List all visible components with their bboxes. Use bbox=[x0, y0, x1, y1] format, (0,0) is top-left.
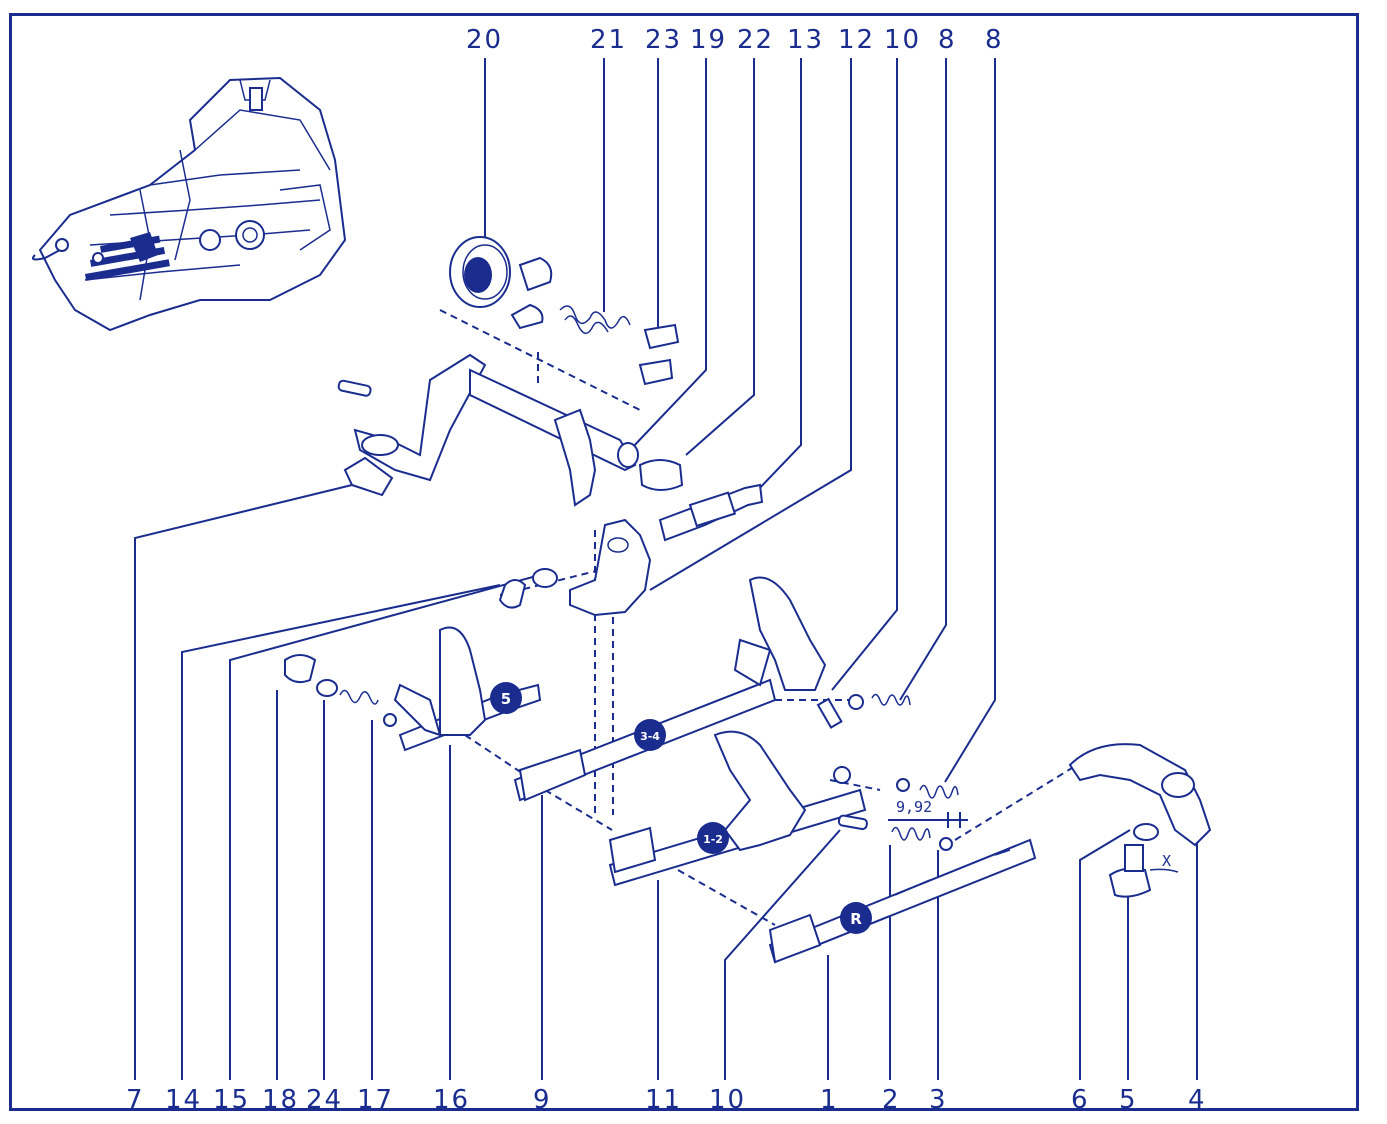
callout-20: 20 bbox=[466, 25, 503, 55]
callout-8-left: 8 bbox=[938, 25, 957, 55]
dimension-label: 9,92 bbox=[896, 798, 932, 816]
badge-fifth-gear: 5 bbox=[490, 682, 522, 714]
callout-17: 17 bbox=[357, 1085, 394, 1115]
bottom-callouts: 7 14 15 18 24 17 16 9 11 10 1 2 3 6 5 4 bbox=[126, 1085, 1207, 1115]
detent-spring-ball-dimension: 9,92 bbox=[888, 798, 968, 851]
fork-reverse-assembly bbox=[768, 838, 1037, 964]
callout-1: 1 bbox=[820, 1085, 839, 1115]
callout-3: 3 bbox=[929, 1085, 948, 1115]
bottom-leader-lines bbox=[134, 484, 1198, 1080]
top-callouts: 20 21 23 19 22 13 12 10 8 8 bbox=[466, 25, 1004, 55]
angle-label: X bbox=[1162, 852, 1171, 870]
callout-23: 23 bbox=[645, 25, 682, 55]
callout-8-right: 8 bbox=[985, 25, 1004, 55]
bolt-and-interlock-lever bbox=[498, 483, 764, 617]
badge-third-fourth-gear: 3-4 bbox=[634, 719, 666, 751]
callout-9: 9 bbox=[533, 1085, 552, 1115]
callout-18: 18 bbox=[262, 1085, 299, 1115]
callout-19: 19 bbox=[690, 25, 727, 55]
badge-reverse-label: R bbox=[850, 910, 862, 928]
callout-10-top: 10 bbox=[884, 25, 921, 55]
callout-22: 22 bbox=[737, 25, 774, 55]
callout-16: 16 bbox=[433, 1085, 470, 1115]
fork-1-2-assembly bbox=[608, 730, 959, 887]
fork-3-4-assembly bbox=[513, 576, 911, 802]
badge-reverse-gear: R bbox=[840, 902, 872, 934]
callout-6: 6 bbox=[1071, 1085, 1090, 1115]
badge-first-second-label: 1-2 bbox=[703, 833, 723, 846]
callout-24: 24 bbox=[306, 1085, 343, 1115]
callout-12: 12 bbox=[838, 25, 875, 55]
callout-5: 5 bbox=[1119, 1085, 1138, 1115]
badge-fifth-label: 5 bbox=[501, 690, 511, 708]
callout-7: 7 bbox=[126, 1085, 145, 1115]
badge-first-second-gear: 1-2 bbox=[697, 822, 729, 854]
badge-third-fourth-label: 3-4 bbox=[640, 730, 660, 743]
reverse-lever-assembly: X bbox=[1068, 743, 1212, 898]
selector-shaft-bracket bbox=[337, 353, 684, 507]
callout-2: 2 bbox=[882, 1085, 901, 1115]
detent-plunger-assembly bbox=[449, 236, 680, 386]
callout-15: 15 bbox=[213, 1085, 250, 1115]
top-leader-lines bbox=[484, 58, 996, 783]
gearbox-inset-illustration bbox=[32, 76, 347, 332]
callout-11: 11 bbox=[645, 1085, 682, 1115]
callout-4: 4 bbox=[1188, 1085, 1207, 1115]
callout-10-bottom: 10 bbox=[709, 1085, 746, 1115]
callout-14: 14 bbox=[165, 1085, 202, 1115]
callout-13: 13 bbox=[787, 25, 824, 55]
callout-21: 21 bbox=[590, 25, 627, 55]
